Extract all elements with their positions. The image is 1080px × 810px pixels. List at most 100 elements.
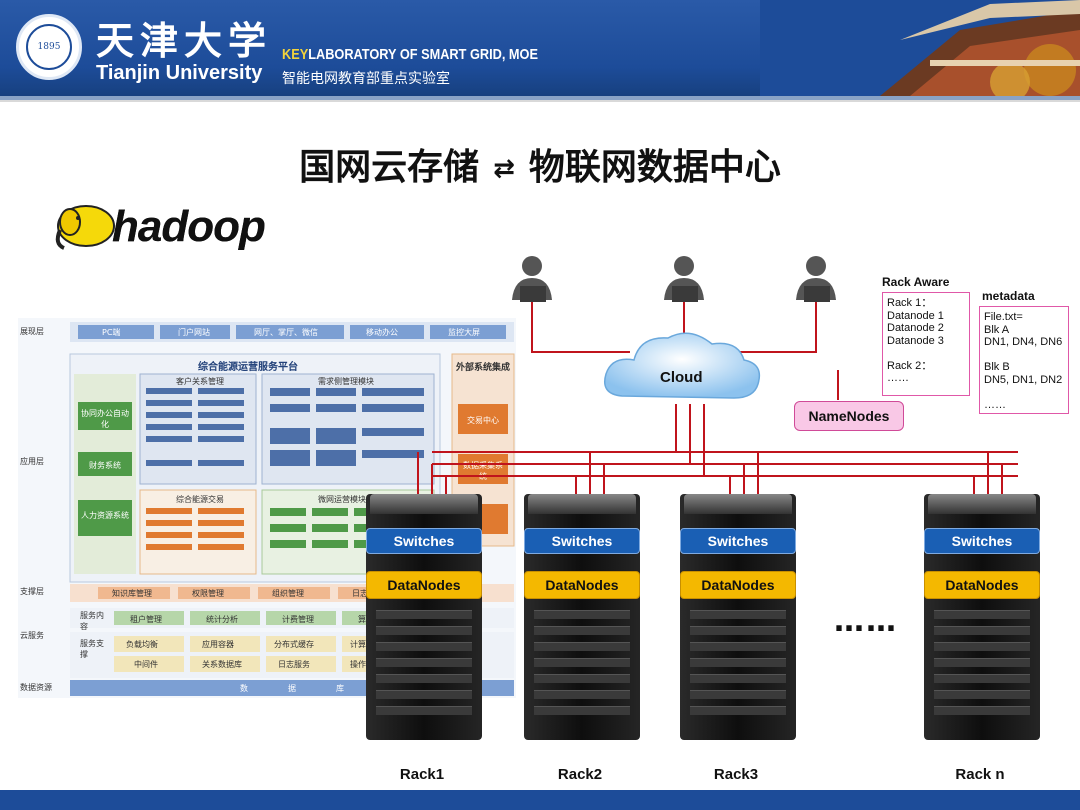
rack-unit bbox=[376, 706, 472, 715]
sub-title: 微网运营模块 bbox=[318, 495, 366, 504]
rack-unit bbox=[690, 642, 786, 651]
university-seal: 1895 bbox=[16, 14, 82, 80]
rack-label: Rack3 bbox=[713, 766, 759, 783]
external-title: 外部系统集成 bbox=[456, 363, 511, 373]
layer-label: 数据资源 bbox=[20, 683, 52, 692]
rack-aware-line: Rack 2： bbox=[887, 359, 933, 372]
rack-unit bbox=[376, 642, 472, 651]
rack-label: Rack2 bbox=[557, 766, 603, 783]
rack-unit bbox=[690, 610, 786, 619]
user-icon bbox=[664, 256, 704, 302]
title-right: 物联网数据中心 bbox=[528, 147, 781, 188]
exchange-arrow-icon: ⇄ bbox=[493, 154, 515, 184]
title-left: 国网云存储 bbox=[299, 147, 480, 188]
rack-unit bbox=[690, 658, 786, 667]
cloud-label: Cloud bbox=[660, 369, 703, 386]
seal-year: 1895 bbox=[26, 24, 72, 70]
top-item: 监控大屏 bbox=[448, 328, 480, 337]
rack-unit bbox=[690, 674, 786, 683]
metadata-line: …… bbox=[984, 398, 1006, 411]
support-item: 组织管理 bbox=[272, 589, 304, 598]
top-item: PC端 bbox=[102, 328, 121, 337]
service-label: 服务内容 bbox=[80, 611, 104, 631]
rack-aware-title: Rack Aware bbox=[882, 275, 950, 289]
rack-unit bbox=[534, 706, 630, 715]
support-cell: 关系数据库 bbox=[202, 660, 242, 669]
support-cell: 负载均衡 bbox=[126, 640, 158, 649]
switches-label: Switches bbox=[366, 528, 482, 554]
rack-aware-line: …… bbox=[887, 372, 909, 384]
layer-label: 支撑层 bbox=[20, 587, 44, 596]
rack-unit bbox=[376, 690, 472, 699]
rack-top bbox=[528, 494, 636, 514]
rack-unit bbox=[690, 626, 786, 635]
switches-label: Switches bbox=[680, 528, 796, 554]
rack-aware-line bbox=[887, 347, 965, 360]
rack-unit bbox=[534, 658, 630, 667]
left-module: 协同办公自动化 bbox=[81, 409, 129, 429]
sub-title: 需求侧管理模块 bbox=[318, 377, 374, 386]
rack-1: Switches DataNodes bbox=[366, 494, 482, 740]
datanodes-label: DataNodes bbox=[680, 571, 796, 599]
rack-unit bbox=[690, 690, 786, 699]
rack-unit bbox=[934, 642, 1030, 651]
hadoop-elephant-icon bbox=[55, 205, 115, 250]
platform-main-title: 综合能源运营服务平台 bbox=[198, 362, 298, 373]
rack-unit bbox=[934, 610, 1030, 619]
rack-unit bbox=[534, 690, 630, 699]
left-module: 财务系统 bbox=[89, 461, 121, 470]
support-label: 服务支撑 bbox=[80, 639, 104, 659]
layer-label: 云服务 bbox=[20, 631, 44, 640]
rack-unit bbox=[934, 690, 1030, 699]
header-divider bbox=[0, 96, 1080, 100]
hadoop-logo-text: hadoop bbox=[112, 202, 266, 251]
rack-unit bbox=[534, 610, 630, 619]
rack-unit bbox=[934, 658, 1030, 667]
rack-aware-line: Datanode 1 bbox=[887, 309, 944, 322]
lab-name-rest: LABORATORY OF SMART GRID, MOE bbox=[308, 46, 538, 63]
top-item: 移动办公 bbox=[366, 328, 398, 337]
layer-label: 应用层 bbox=[20, 457, 44, 466]
support-cell: 分布式缓存 bbox=[274, 640, 314, 649]
support-item: 知识库管理 bbox=[112, 589, 152, 598]
left-module: 人力资源系统 bbox=[81, 511, 129, 520]
rack-n: Switches DataNodes bbox=[924, 494, 1040, 740]
rack-label: Rack1 bbox=[399, 766, 445, 783]
lab-name-en: KEYLABORATORY OF SMART GRID, MOE bbox=[282, 46, 538, 63]
lab-name-cn: 智能电网教育部重点实验室 bbox=[282, 71, 450, 87]
metadata-line: File.txt= bbox=[984, 311, 1023, 323]
rack-unit bbox=[534, 674, 630, 683]
footer-bar bbox=[0, 790, 1080, 810]
switches-label: Switches bbox=[924, 528, 1040, 554]
building-image bbox=[760, 0, 1080, 96]
metadata-line bbox=[984, 349, 1064, 362]
rack-unit bbox=[934, 706, 1030, 715]
rack-top bbox=[928, 494, 1036, 514]
slide-title: 国网云存储 ⇄ 物联网数据中心 bbox=[0, 138, 1080, 190]
namenodes-box: NameNodes bbox=[794, 401, 904, 431]
rack-unit bbox=[534, 642, 630, 651]
data-cell: 数 bbox=[240, 684, 248, 693]
rack-unit bbox=[934, 674, 1030, 683]
metadata-line bbox=[984, 386, 1064, 399]
support-cell: 中间件 bbox=[134, 660, 158, 669]
support-item: 权限管理 bbox=[192, 589, 224, 598]
metadata-line: Blk A bbox=[984, 323, 1010, 336]
rack-aware-line: Datanode 2 bbox=[887, 322, 944, 334]
datanodes-label: DataNodes bbox=[366, 571, 482, 599]
university-name-cn: 天津大学 bbox=[96, 18, 273, 63]
layer-label: 展现层 bbox=[20, 327, 44, 336]
rack-top bbox=[370, 494, 478, 514]
user-icon bbox=[796, 256, 836, 302]
service-item: 租户管理 bbox=[130, 615, 162, 624]
university-name-en: Tianjin University bbox=[96, 62, 263, 84]
rack-aware-box: Rack 1： Datanode 1 Datanode 2 Datanode 3… bbox=[882, 292, 970, 396]
sub-title: 客户关系管理 bbox=[176, 377, 224, 386]
metadata-title: metadata bbox=[982, 289, 1035, 303]
datanodes-label: DataNodes bbox=[524, 571, 640, 599]
datanodes-label: DataNodes bbox=[924, 571, 1040, 599]
rack-unit bbox=[534, 626, 630, 635]
data-cell: 库 bbox=[336, 684, 344, 693]
metadata-line: Blk B bbox=[984, 361, 1010, 373]
